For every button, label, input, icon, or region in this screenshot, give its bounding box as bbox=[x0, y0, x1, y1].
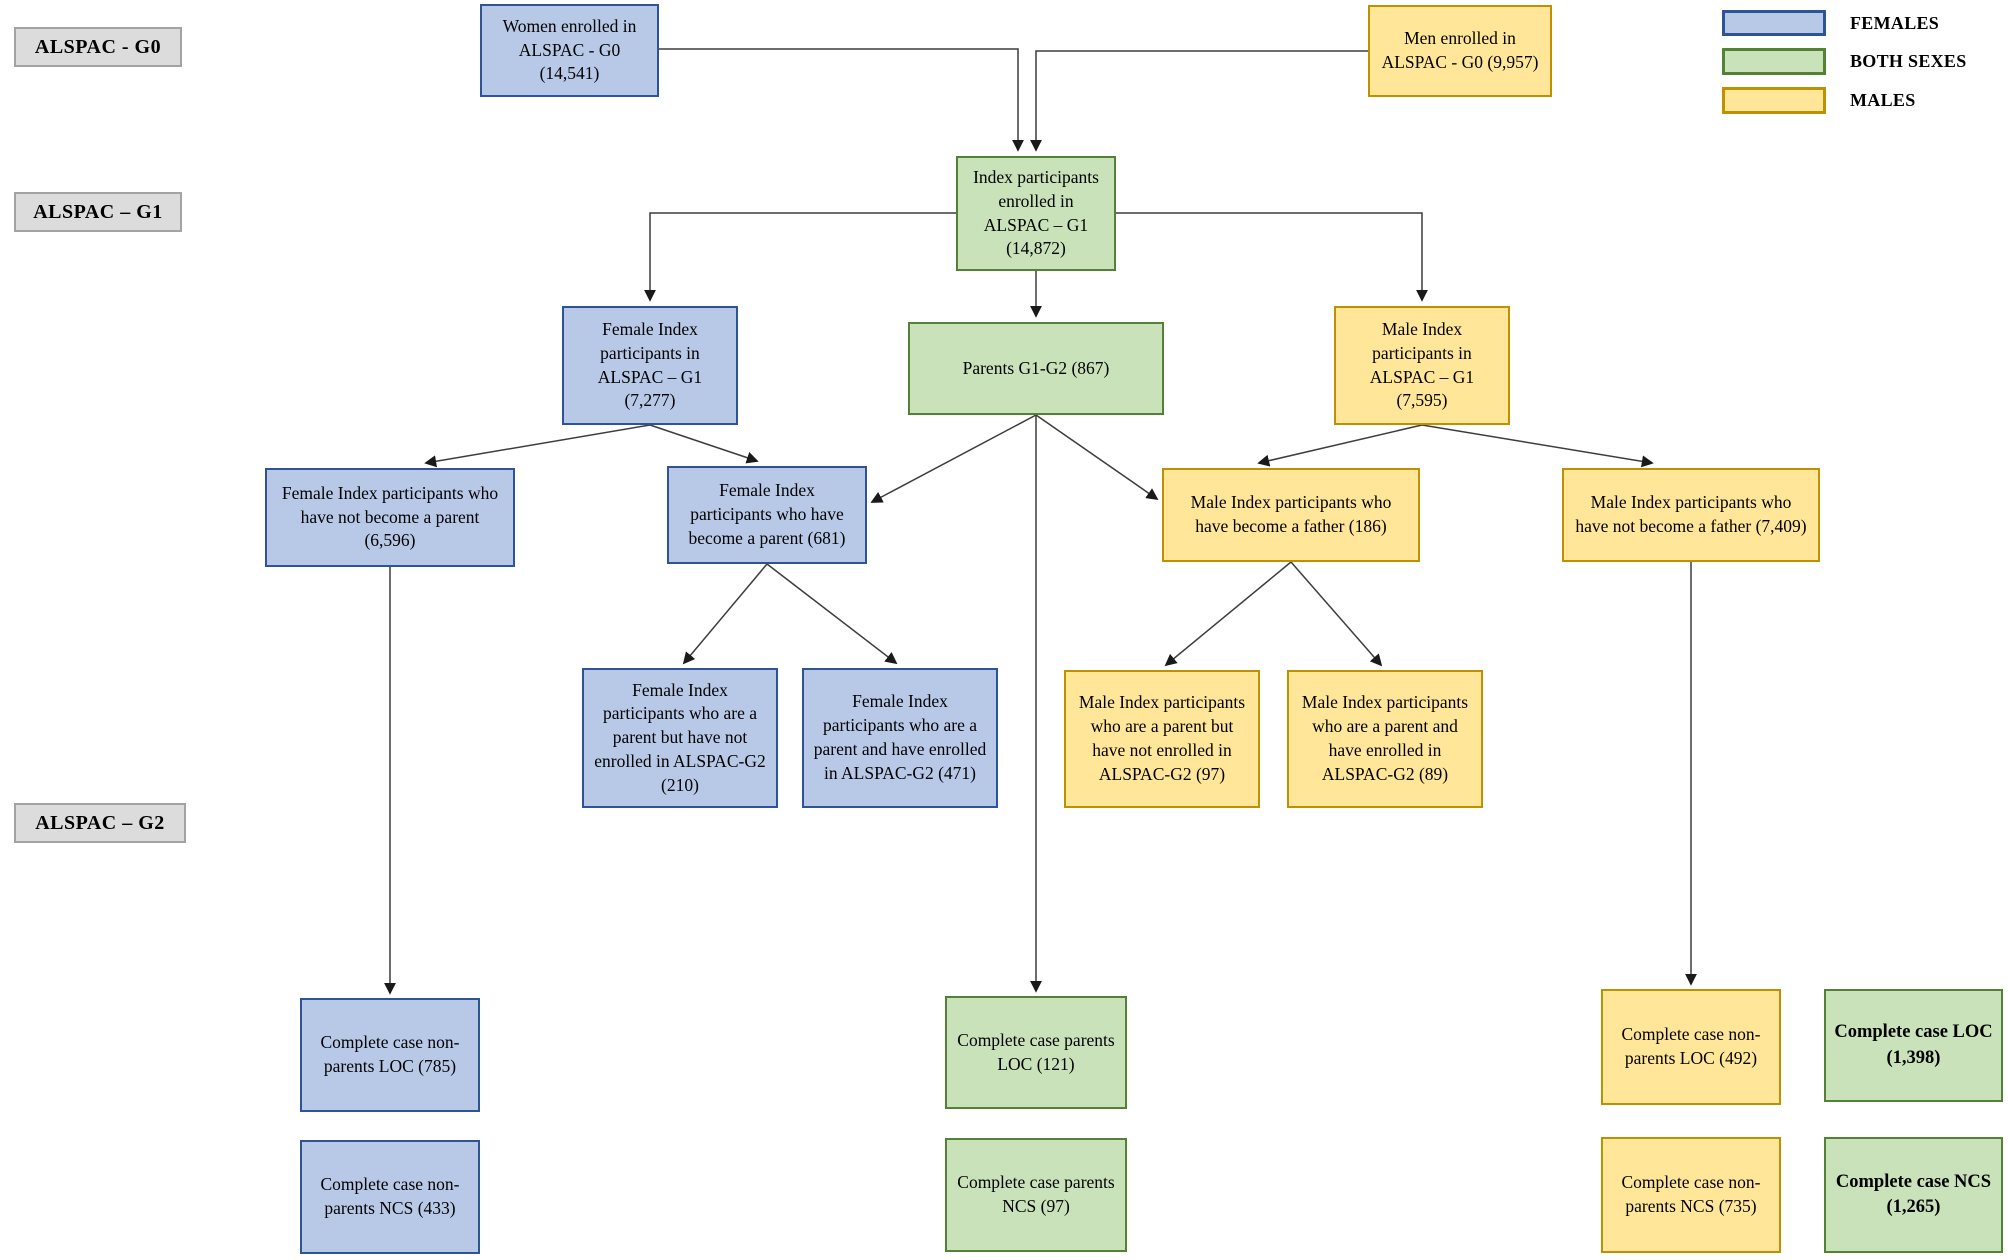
node-women-g0-text: Women enrolled in ALSPAC - G0 (14,541) bbox=[502, 15, 637, 84]
legend-label-males-text: MALES bbox=[1850, 90, 1916, 110]
generation-label-g0: ALSPAC - G0 bbox=[14, 27, 182, 67]
node-cc-parents-loc: Complete case parents LOC (121) bbox=[945, 996, 1127, 1109]
connector-female-index-to-not-parent bbox=[424, 424, 651, 468]
node-female-parent-not-enrolled-text: Female Index participants who are a pare… bbox=[594, 679, 766, 795]
node-female-not-parent-text: Female Index participants who have not b… bbox=[281, 482, 499, 551]
node-cc-total-loc-text: Complete case LOC (1,398) bbox=[1834, 1022, 1993, 1068]
connector-female-index-to-parent bbox=[649, 424, 759, 464]
connector-male-index-to-father bbox=[1257, 424, 1423, 467]
connector-index-to-female-index bbox=[644, 212, 956, 302]
node-male-father-text: Male Index participants who have become … bbox=[1190, 492, 1392, 536]
node-cc-parents-ncs-text: Complete case parents NCS (97) bbox=[957, 1172, 1115, 1216]
connector-index-to-male-index bbox=[1116, 212, 1428, 302]
node-female-index: Female Index participants in ALSPAC – G1… bbox=[562, 306, 738, 425]
node-male-not-father-text: Male Index participants who have not bec… bbox=[1575, 492, 1807, 536]
node-cc-nonparents-loc-male-text: Complete case non-parents LOC (492) bbox=[1621, 1024, 1761, 1068]
legend-swatch-males bbox=[1722, 87, 1826, 114]
node-parents-g1-g2: Parents G1-G2 (867) bbox=[908, 322, 1164, 415]
legend-label-females-text: FEMALES bbox=[1850, 13, 1940, 33]
node-index-participants-text: Index participants enrolled in ALSPAC – … bbox=[973, 166, 1099, 259]
generation-label-g2-text: ALSPAC – G2 bbox=[35, 811, 165, 834]
generation-label-g1: ALSPAC – G1 bbox=[14, 192, 182, 232]
connector-male-father-to-enrolled bbox=[1290, 561, 1383, 667]
connector-male-index-to-not-father bbox=[1421, 424, 1654, 468]
node-men-g0: Men enrolled in ALSPAC - G0 (9,957) bbox=[1368, 5, 1552, 97]
node-male-parent-enrolled: Male Index participants who are a parent… bbox=[1287, 670, 1483, 808]
node-cc-nonparents-ncs-male: Complete case non-parents NCS (735) bbox=[1601, 1137, 1781, 1253]
connector-female-parent-to-not-enrolled bbox=[682, 563, 768, 665]
node-cc-nonparents-loc-male: Complete case non-parents LOC (492) bbox=[1601, 989, 1781, 1105]
legend-label-females: FEMALES bbox=[1850, 10, 1939, 37]
connector-male-father-to-not-enrolled bbox=[1164, 561, 1292, 667]
node-cc-parents-loc-text: Complete case parents LOC (121) bbox=[957, 1029, 1115, 1074]
node-female-index-text: Female Index participants in ALSPAC – G1… bbox=[597, 318, 703, 411]
connector-parents-to-male-father bbox=[1035, 414, 1159, 501]
node-male-parent-not-enrolled: Male Index participants who are a parent… bbox=[1064, 670, 1260, 808]
node-cc-nonparents-loc-female: Complete case non-parents LOC (785) bbox=[300, 998, 480, 1112]
node-cc-total-ncs: Complete case NCS (1,265) bbox=[1824, 1137, 2003, 1253]
generation-label-g1-text: ALSPAC – G1 bbox=[33, 200, 163, 223]
generation-label-g0-text: ALSPAC - G0 bbox=[34, 35, 162, 58]
legend-label-both-sexes: BOTH SEXES bbox=[1850, 48, 1967, 75]
legend-label-both-sexes-text: BOTH SEXES bbox=[1850, 51, 1967, 71]
node-women-g0: Women enrolled in ALSPAC - G0 (14,541) bbox=[480, 4, 659, 97]
node-male-not-father: Male Index participants who have not bec… bbox=[1562, 468, 1820, 562]
legend-swatch-females bbox=[1722, 10, 1826, 36]
node-cc-parents-ncs: Complete case parents NCS (97) bbox=[945, 1138, 1127, 1252]
connector-women-to-index bbox=[659, 48, 1024, 152]
node-female-not-parent: Female Index participants who have not b… bbox=[265, 468, 515, 567]
node-female-parent-text: Female Index participants who have becom… bbox=[688, 480, 846, 548]
node-index-participants: Index participants enrolled in ALSPAC – … bbox=[956, 156, 1116, 271]
legend-label-males: MALES bbox=[1850, 87, 1916, 114]
connector-parents-to-female-parent bbox=[870, 414, 1037, 503]
node-female-parent-enrolled-text: Female Index participants who are a pare… bbox=[813, 691, 987, 783]
generation-label-g2: ALSPAC – G2 bbox=[14, 803, 186, 843]
node-male-parent-enrolled-text: Male Index participants who are a parent… bbox=[1301, 692, 1469, 784]
node-men-g0-text: Men enrolled in ALSPAC - G0 (9,957) bbox=[1381, 28, 1539, 72]
node-cc-total-ncs-text: Complete case NCS (1,265) bbox=[1835, 1171, 1992, 1217]
node-female-parent-not-enrolled: Female Index participants who are a pare… bbox=[582, 668, 778, 808]
node-parents-g1-g2-text: Parents G1-G2 (867) bbox=[962, 357, 1110, 378]
connector-female-parent-to-enrolled bbox=[766, 563, 898, 665]
node-male-father: Male Index participants who have become … bbox=[1162, 468, 1420, 562]
node-female-parent: Female Index participants who have becom… bbox=[667, 466, 867, 564]
node-male-parent-not-enrolled-text: Male Index participants who are a parent… bbox=[1078, 692, 1246, 784]
node-cc-total-loc: Complete case LOC (1,398) bbox=[1824, 989, 2003, 1102]
node-cc-nonparents-ncs-female: Complete case non-parents NCS (433) bbox=[300, 1140, 480, 1254]
connector-men-to-index bbox=[1030, 50, 1368, 152]
node-cc-nonparents-ncs-female-text: Complete case non-parents NCS (433) bbox=[320, 1174, 460, 1218]
node-cc-nonparents-loc-female-text: Complete case non-parents LOC (785) bbox=[320, 1032, 460, 1076]
node-male-index-text: Male Index participants in ALSPAC – G1 (… bbox=[1369, 318, 1475, 411]
node-female-parent-enrolled: Female Index participants who are a pare… bbox=[802, 668, 998, 808]
node-male-index: Male Index participants in ALSPAC – G1 (… bbox=[1334, 306, 1510, 425]
legend-swatch-both-sexes bbox=[1722, 48, 1826, 75]
node-cc-nonparents-ncs-male-text: Complete case non-parents NCS (735) bbox=[1621, 1172, 1761, 1216]
